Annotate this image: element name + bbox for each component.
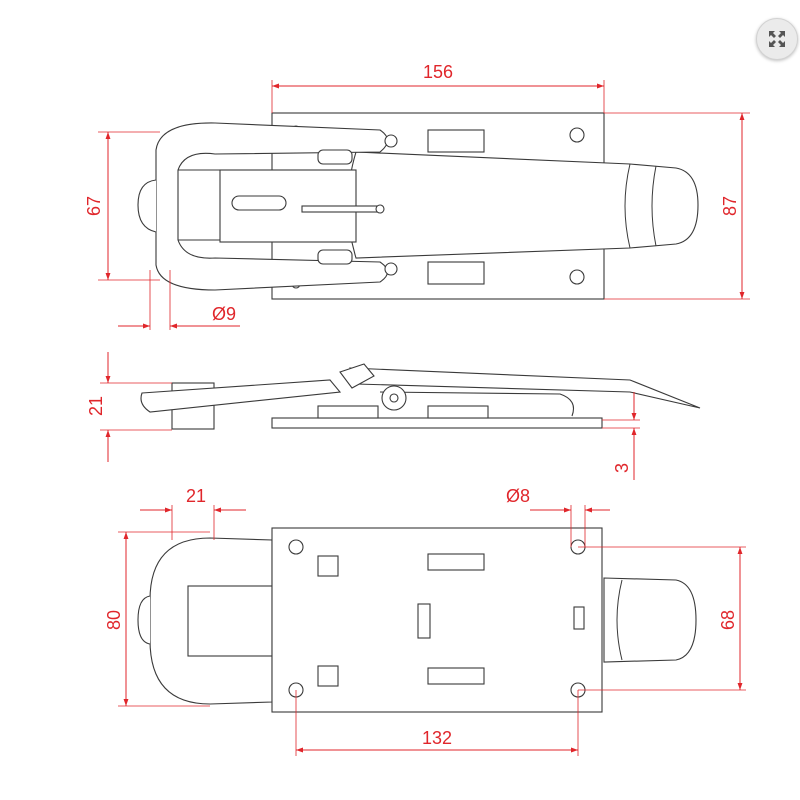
top-pin-head (375, 204, 385, 214)
bottom-slot-bl (317, 665, 339, 687)
dim-side-base: 3 (612, 463, 632, 473)
side-view (140, 363, 701, 430)
top-view-dimensions: 156 67 87 Ø9 (84, 62, 750, 330)
dim-top-width: 156 (423, 62, 453, 82)
top-hole-lower (569, 269, 585, 285)
top-lever-ridges (624, 163, 657, 249)
side-base-plate (271, 417, 603, 429)
top-hole-upper (569, 127, 585, 143)
bottom-hole-top-left (288, 539, 304, 555)
dim-bottom-height-left: 80 (104, 610, 124, 630)
dim-bottom-offset: 21 (186, 486, 206, 506)
dim-top-pin-dia: Ø9 (212, 304, 236, 324)
side-view-dimensions: 21 3 (86, 352, 640, 480)
top-hinge-block-upper (427, 129, 485, 153)
bottom-slot-bc (427, 667, 485, 685)
top-rivet-lower (384, 262, 398, 276)
top-hinge-block-lower (427, 261, 485, 285)
side-hinge-left (317, 405, 379, 419)
dim-top-height-left: 67 (84, 196, 104, 216)
side-hinge-right (427, 405, 489, 419)
bottom-lever-ridge (616, 579, 623, 661)
dim-top-height-right: 87 (720, 196, 740, 216)
bottom-right-slot (573, 606, 585, 630)
side-bracket (339, 363, 375, 389)
top-rivet-upper (384, 134, 398, 148)
expand-button[interactable] (756, 18, 798, 60)
top-end-bump (137, 179, 157, 233)
bottom-slot-tl (317, 555, 339, 577)
top-pin (301, 205, 381, 213)
top-lever-handle (347, 151, 699, 259)
dim-side-height: 21 (86, 396, 106, 416)
expand-icon (769, 31, 785, 47)
dim-bottom-hole-dia: Ø8 (506, 486, 530, 506)
side-hook-arm (140, 379, 342, 413)
dim-bottom-hole-spacing-v: 68 (718, 610, 738, 630)
top-pivot-upper (317, 149, 353, 165)
top-pivot-lower (317, 249, 353, 265)
bottom-hook-window (187, 585, 273, 657)
dim-bottom-hole-spacing-h: 132 (422, 728, 452, 748)
bottom-center-clip (417, 603, 431, 639)
side-pivot-inner (389, 393, 399, 403)
top-slot (231, 195, 287, 211)
bottom-slot-tc (427, 553, 485, 571)
side-link (379, 391, 575, 417)
bottom-lever-tip (603, 577, 697, 663)
bottom-end-bump (137, 595, 151, 645)
top-view (137, 112, 699, 300)
bottom-view (137, 527, 697, 713)
bottom-view-dimensions: 21 Ø8 80 68 132 (104, 486, 746, 756)
